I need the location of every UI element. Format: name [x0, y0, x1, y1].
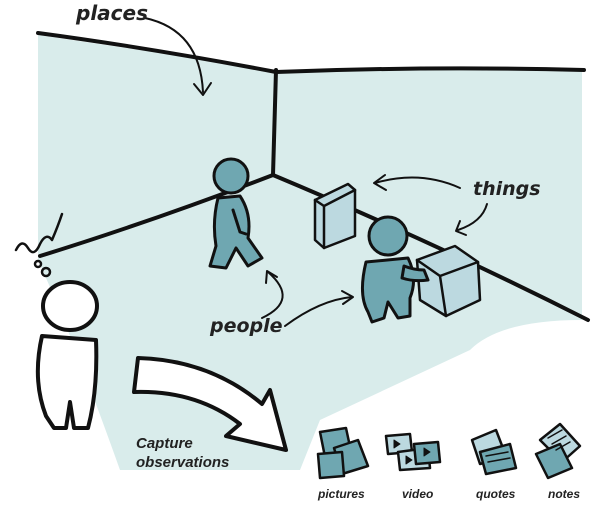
people-arrow-right-head [341, 290, 354, 305]
things-arrow-to-crate [457, 203, 488, 231]
label-things: things [473, 178, 541, 200]
things-arrow-to-box [374, 176, 461, 189]
output-label-notes: notes [548, 487, 580, 501]
observer-person-icon [35, 280, 99, 430]
capture-arrow-icon [132, 356, 288, 452]
thought-squiggle-icon [14, 212, 64, 278]
places-arrow [144, 17, 204, 93]
notes-icon [534, 422, 582, 480]
things-arrow-to-box-head [373, 174, 387, 191]
output-label-quotes: quotes [476, 487, 516, 501]
room-fill [38, 35, 582, 470]
people-arrow-left-head [265, 270, 278, 284]
label-places: places [75, 1, 148, 25]
person-carrying-icon [361, 215, 415, 324]
tall-box-icon [313, 182, 357, 250]
output-label-video: video [402, 487, 433, 501]
quotes-icon [470, 428, 518, 476]
person-walking-icon [208, 157, 264, 270]
pictures-icon [316, 426, 370, 480]
places-arrow-head [193, 82, 212, 96]
people-arrow-left [261, 271, 284, 319]
label-capture-line2: observations [136, 454, 229, 471]
video-icon [384, 432, 442, 472]
output-label-pictures: pictures [317, 487, 365, 501]
label-capture-line1: Capture [136, 435, 193, 452]
crate-icon [415, 244, 482, 318]
carrier-arm [400, 264, 430, 283]
things-arrow-to-crate-head [455, 220, 467, 236]
label-people: people [209, 315, 283, 337]
people-arrow-right [284, 296, 353, 327]
